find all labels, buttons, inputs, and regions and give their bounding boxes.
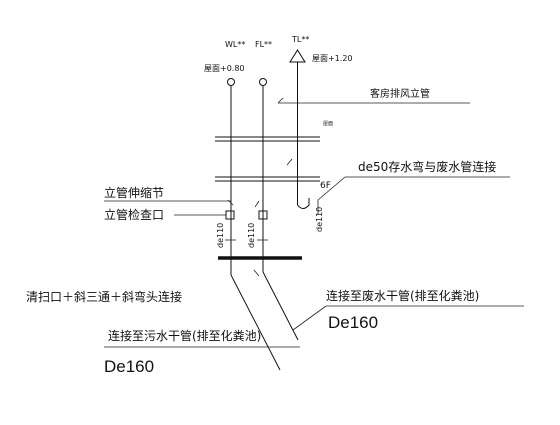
tl-elevation: 屋面+1.20 xyxy=(312,54,353,63)
de110-label-tl: de110 xyxy=(315,207,324,232)
cleanout-tick xyxy=(253,269,260,277)
sewage-main-label: 连接至污水干管(排至化粪池) xyxy=(108,328,261,343)
inspection-port-wl xyxy=(225,210,235,220)
tl-tag: TL** xyxy=(291,35,309,44)
de50-leader-elbow xyxy=(317,176,346,215)
inspection-port-fl xyxy=(258,210,268,220)
p-trap xyxy=(297,195,310,209)
waste-de160: De160 xyxy=(328,313,378,332)
riser-inspection-label: 立管检查口 xyxy=(104,207,164,222)
de110-label-fl: de110 xyxy=(247,223,256,248)
wl-vent-cap xyxy=(227,78,235,86)
fl-tag: FL** xyxy=(255,40,272,49)
waste-main-label: 连接至废水干管(排至化粪池) xyxy=(326,288,479,303)
cleanout-label: 清扫口＋斜三通＋斜弯头连接 xyxy=(26,289,182,304)
waste-leader-angle xyxy=(292,305,327,331)
roof-small-label: 屋面 xyxy=(323,121,333,127)
fl-diagonal-drain xyxy=(262,271,299,341)
exhaust-leader-tick xyxy=(277,97,284,104)
branch-tick-1 xyxy=(286,158,293,166)
wl-diagonal-drain xyxy=(230,274,281,371)
branch-tick-2 xyxy=(254,200,260,208)
sewage-de160: De160 xyxy=(104,357,154,376)
de110-label-wl: de110 xyxy=(216,223,225,248)
wl-tag: WL** xyxy=(225,40,245,49)
riser-expansion-label: 立管伸缩节 xyxy=(104,185,164,200)
de50-note: de50存水弯与废水管连接 xyxy=(358,159,496,174)
wl-elevation: 屋面+0.80 xyxy=(204,64,245,73)
floor-6f-label: 6F xyxy=(320,181,331,191)
tl-vent-hood xyxy=(289,49,306,63)
guest-room-exhaust-label: 客房排风立管 xyxy=(370,87,430,100)
fl-vent-cap xyxy=(259,78,267,86)
